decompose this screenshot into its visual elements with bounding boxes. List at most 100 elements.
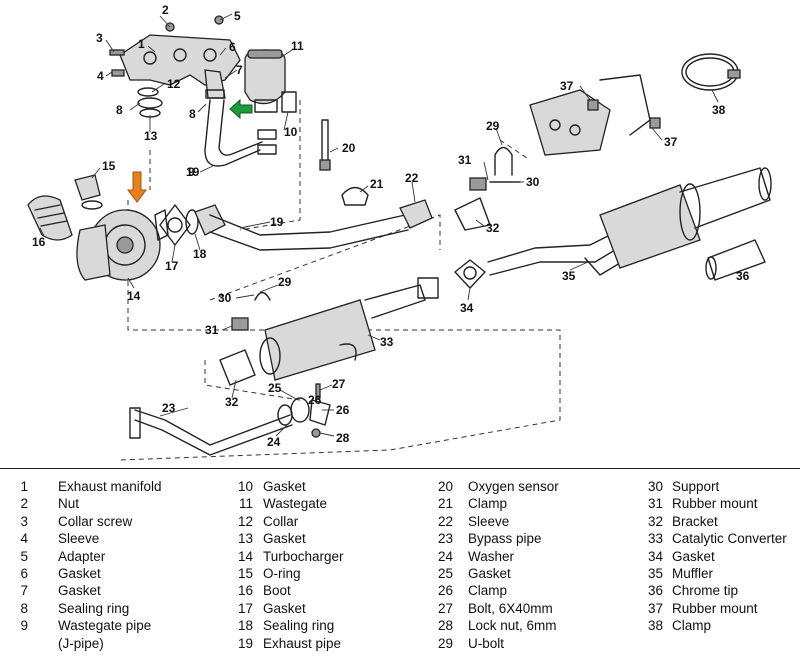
legend-label: U-bolt: [468, 635, 505, 651]
diagram-canvas: 1 2 3 4 5 6 7 8 8 9 10 11 12 13 14 15 16…: [27, 3, 772, 461]
legend-number: 12: [237, 513, 253, 529]
legend-number: 8: [20, 600, 28, 616]
legend-label: Gasket: [263, 479, 306, 494]
legend-number: 30: [647, 479, 663, 494]
callout-label: 4: [97, 69, 104, 83]
legend-label: Support: [672, 479, 720, 494]
callout-label: 29: [278, 275, 292, 289]
orange-arrow-marker: [127, 171, 147, 203]
callout-label: 16: [32, 235, 46, 249]
clamp-38: [681, 53, 741, 91]
boot: [27, 195, 73, 241]
legend-number: 18: [237, 618, 253, 634]
legend-number: 17: [237, 600, 253, 616]
callout-label: 26: [336, 403, 350, 417]
callout-label: 10: [284, 125, 298, 139]
legend-label: Gasket: [58, 583, 101, 599]
catalytic-converter: [259, 277, 439, 381]
legend-number: 3: [20, 513, 28, 529]
legend-label: Wastegate pipe: [58, 618, 152, 634]
legend-number: 9: [20, 618, 28, 634]
callout-label: 38: [712, 103, 726, 117]
callout-label: 15: [102, 159, 116, 173]
legend-label: Gasket: [58, 565, 101, 581]
legend-number: 27: [437, 600, 453, 616]
callout-label: 8: [116, 103, 123, 117]
legend-label: Gasket: [263, 600, 306, 616]
legend-label: Lock nut, 6mm: [468, 618, 557, 634]
legend-label: Gasket: [672, 548, 715, 564]
chrome-tip: [705, 239, 766, 281]
legend-number: 38: [647, 618, 663, 634]
legend-number: 33: [647, 531, 663, 547]
callout-label: 22: [405, 171, 419, 185]
legend-number: 21: [437, 496, 453, 512]
legend-label: Sealing ring: [58, 600, 130, 616]
collar-gasket-stack: [137, 87, 163, 118]
legend-number: 24: [437, 548, 453, 564]
callout-label: 32: [225, 395, 239, 409]
legend-number: 5: [20, 548, 28, 564]
legend-label: Clamp: [672, 618, 712, 634]
rear-mount-bracket: [529, 74, 661, 156]
legend-number: 14: [237, 548, 253, 564]
legend-label: Bypass pipe: [468, 531, 542, 547]
legend-label: Clamp: [468, 496, 508, 512]
legend-label: O-ring: [263, 565, 301, 581]
callout-label: 29: [486, 119, 500, 133]
legend-number: 11: [238, 496, 253, 512]
exploded-parts-diagram: 1 2 3 4 5 6 7 8 8 9 10 11 12 13 14 15 16…: [27, 3, 772, 461]
callout-label: 19: [270, 215, 284, 229]
callout-label: 19: [186, 165, 200, 179]
callout-label: 26: [308, 393, 322, 407]
legend-number: 25: [437, 565, 453, 581]
legend-label: Bolt, 6X40mm: [468, 600, 553, 616]
assembly-guides: [119, 100, 561, 461]
legend-label: (J-pipe): [58, 635, 104, 651]
callout-labels: 1 2 3 4 5 6 7 8 8 9 10 11 12 13 14 15 16…: [32, 3, 750, 449]
legend-label: Sleeve: [468, 513, 510, 529]
callout-label: 31: [458, 153, 472, 167]
legend-number: 6: [20, 565, 28, 581]
legend-label: Bracket: [672, 513, 718, 529]
oxygen-sensor: [319, 119, 331, 171]
callout-label: 36: [736, 269, 750, 283]
legend-label: Muffler: [672, 565, 714, 581]
callout-label: 31: [205, 323, 219, 337]
legend-number: 31: [647, 496, 663, 512]
legend-label: Sealing ring: [263, 618, 335, 634]
legend-divider: [0, 468, 800, 469]
exhaust-pipe: [209, 199, 433, 251]
mid-pipe: [487, 234, 626, 276]
legend-number: 22: [437, 513, 453, 529]
callout-label: 11: [291, 39, 304, 53]
callout-label: 9: [188, 165, 195, 179]
legend-label: Rubber mount: [672, 496, 758, 512]
legend-number: 23: [437, 531, 453, 547]
legend-label: Washer: [468, 548, 515, 564]
clamp-21: [341, 186, 369, 206]
legend-number: 36: [647, 583, 663, 599]
callout-label: 2: [162, 3, 169, 17]
callout-label: 28: [336, 431, 350, 445]
bypass-pipe: [129, 404, 293, 456]
callout-label: 37: [664, 135, 678, 149]
legend-number: 32: [647, 513, 663, 529]
muffler: [599, 167, 772, 269]
legend-label: Clamp: [468, 583, 508, 599]
o-ring: [74, 174, 103, 210]
legend-label: Gasket: [468, 565, 511, 581]
callout-label: 7: [236, 63, 243, 77]
legend-number: 10: [237, 479, 253, 494]
legend-label: Sleeve: [58, 531, 100, 547]
callout-label: 30: [218, 291, 232, 305]
turbocharger: [76, 209, 169, 281]
legend-number: 37: [647, 600, 663, 616]
legend-label: Gasket: [263, 531, 306, 547]
callout-label: 24: [267, 435, 281, 449]
legend-number: 20: [437, 479, 453, 494]
callout-label: 14: [127, 289, 141, 303]
callout-label: 8: [189, 107, 196, 121]
green-arrow-marker: [229, 98, 253, 120]
callout-label: 12: [167, 77, 181, 91]
